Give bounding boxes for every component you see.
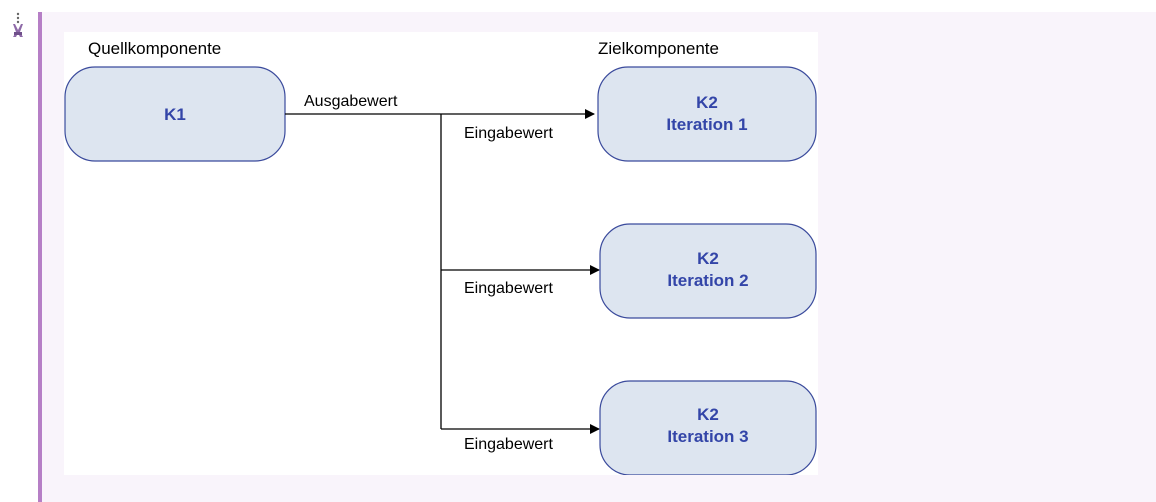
input-value-label-1: Eingabewert [464,125,554,142]
source-column-header: Quellkomponente [88,39,221,58]
target-node-3-iteration: Iteration 3 [667,427,748,446]
source-node-label: K1 [164,105,186,124]
output-value-label: Ausgabewert [304,93,398,110]
target-node-iteration-3 [599,380,817,475]
target-node-2-name: K2 [697,249,719,268]
input-value-label-3: Eingabewert [464,436,554,453]
target-node-1-iteration: Iteration 1 [666,115,747,134]
target-node-2-iteration: Iteration 2 [667,271,748,290]
target-column-header: Zielkomponente [598,39,719,58]
diagram-canvas: Quellkomponente Zielkomponente K1 Ausgab… [64,39,817,475]
note-accent-bar [38,12,42,502]
target-node-1-name: K2 [696,93,718,112]
component-iteration-diagram: Quellkomponente Zielkomponente K1 Ausgab… [64,32,818,475]
target-node-3-name: K2 [697,405,719,424]
target-node-iteration-1 [597,66,817,162]
tools-note-icon [13,12,23,37]
input-value-label-2: Eingabewert [464,280,554,297]
target-node-iteration-2 [599,223,817,319]
